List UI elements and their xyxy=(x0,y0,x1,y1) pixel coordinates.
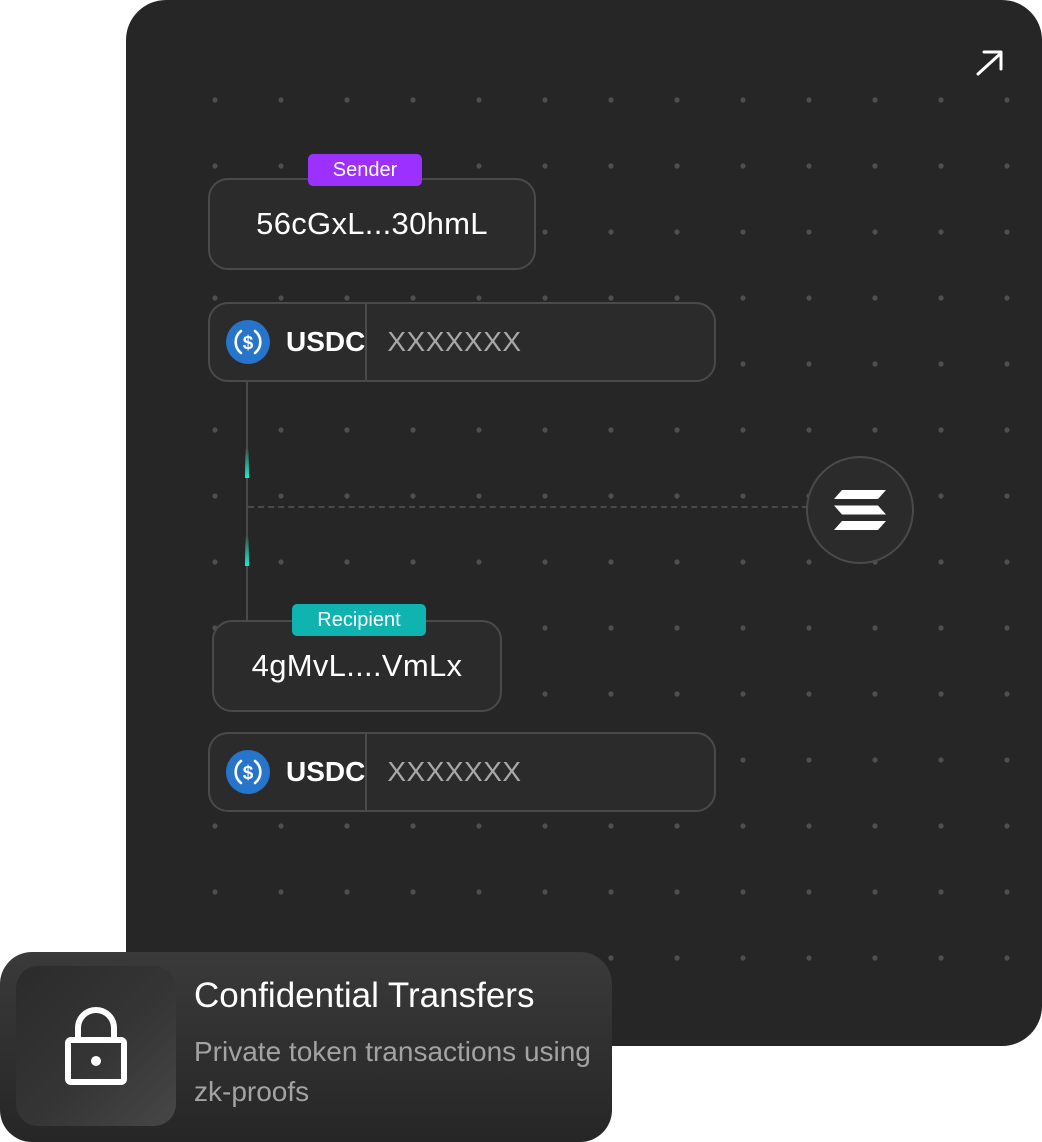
solana-network-badge xyxy=(806,456,914,564)
feature-description: Private token transactions using zk-proo… xyxy=(194,1036,591,1107)
sender-amount-input[interactable] xyxy=(367,325,751,359)
svg-text:$: $ xyxy=(243,763,254,784)
sender-token-symbol: USDC xyxy=(286,326,366,357)
feature-title: Confidential Transfers xyxy=(194,976,535,1015)
recipient-token-selector[interactable]: $ USDC xyxy=(210,734,368,810)
feature-card xyxy=(0,952,612,1142)
lock-tile xyxy=(16,966,176,1126)
usdc-icon: $ xyxy=(226,320,270,364)
transfer-pulse xyxy=(245,536,249,566)
transfer-pulse xyxy=(245,448,249,478)
sender-tag: Sender xyxy=(308,154,422,186)
recipient-token-symbol: USDC xyxy=(286,756,366,787)
sender-token-row: $ USDC xyxy=(208,302,751,382)
solana-icon xyxy=(834,490,886,530)
sender-address[interactable]: 56cGxL...30hmL xyxy=(208,178,536,270)
recipient-tag: Recipient xyxy=(292,604,426,636)
transfer-connector-line xyxy=(246,380,248,624)
network-connector-line xyxy=(248,506,808,508)
recipient-token-row: $ USDC xyxy=(208,732,751,812)
transfer-panel: Sender 56cGxL...30hmL $ USDC Recipient 4… xyxy=(126,0,1042,1046)
arrow-up-right-icon[interactable] xyxy=(970,44,1010,84)
lock-icon xyxy=(65,1007,127,1085)
svg-text:$: $ xyxy=(243,333,254,354)
sender-token-selector[interactable]: $ USDC xyxy=(210,304,368,380)
recipient-amount-input[interactable] xyxy=(367,755,751,789)
usdc-icon: $ xyxy=(226,750,270,794)
